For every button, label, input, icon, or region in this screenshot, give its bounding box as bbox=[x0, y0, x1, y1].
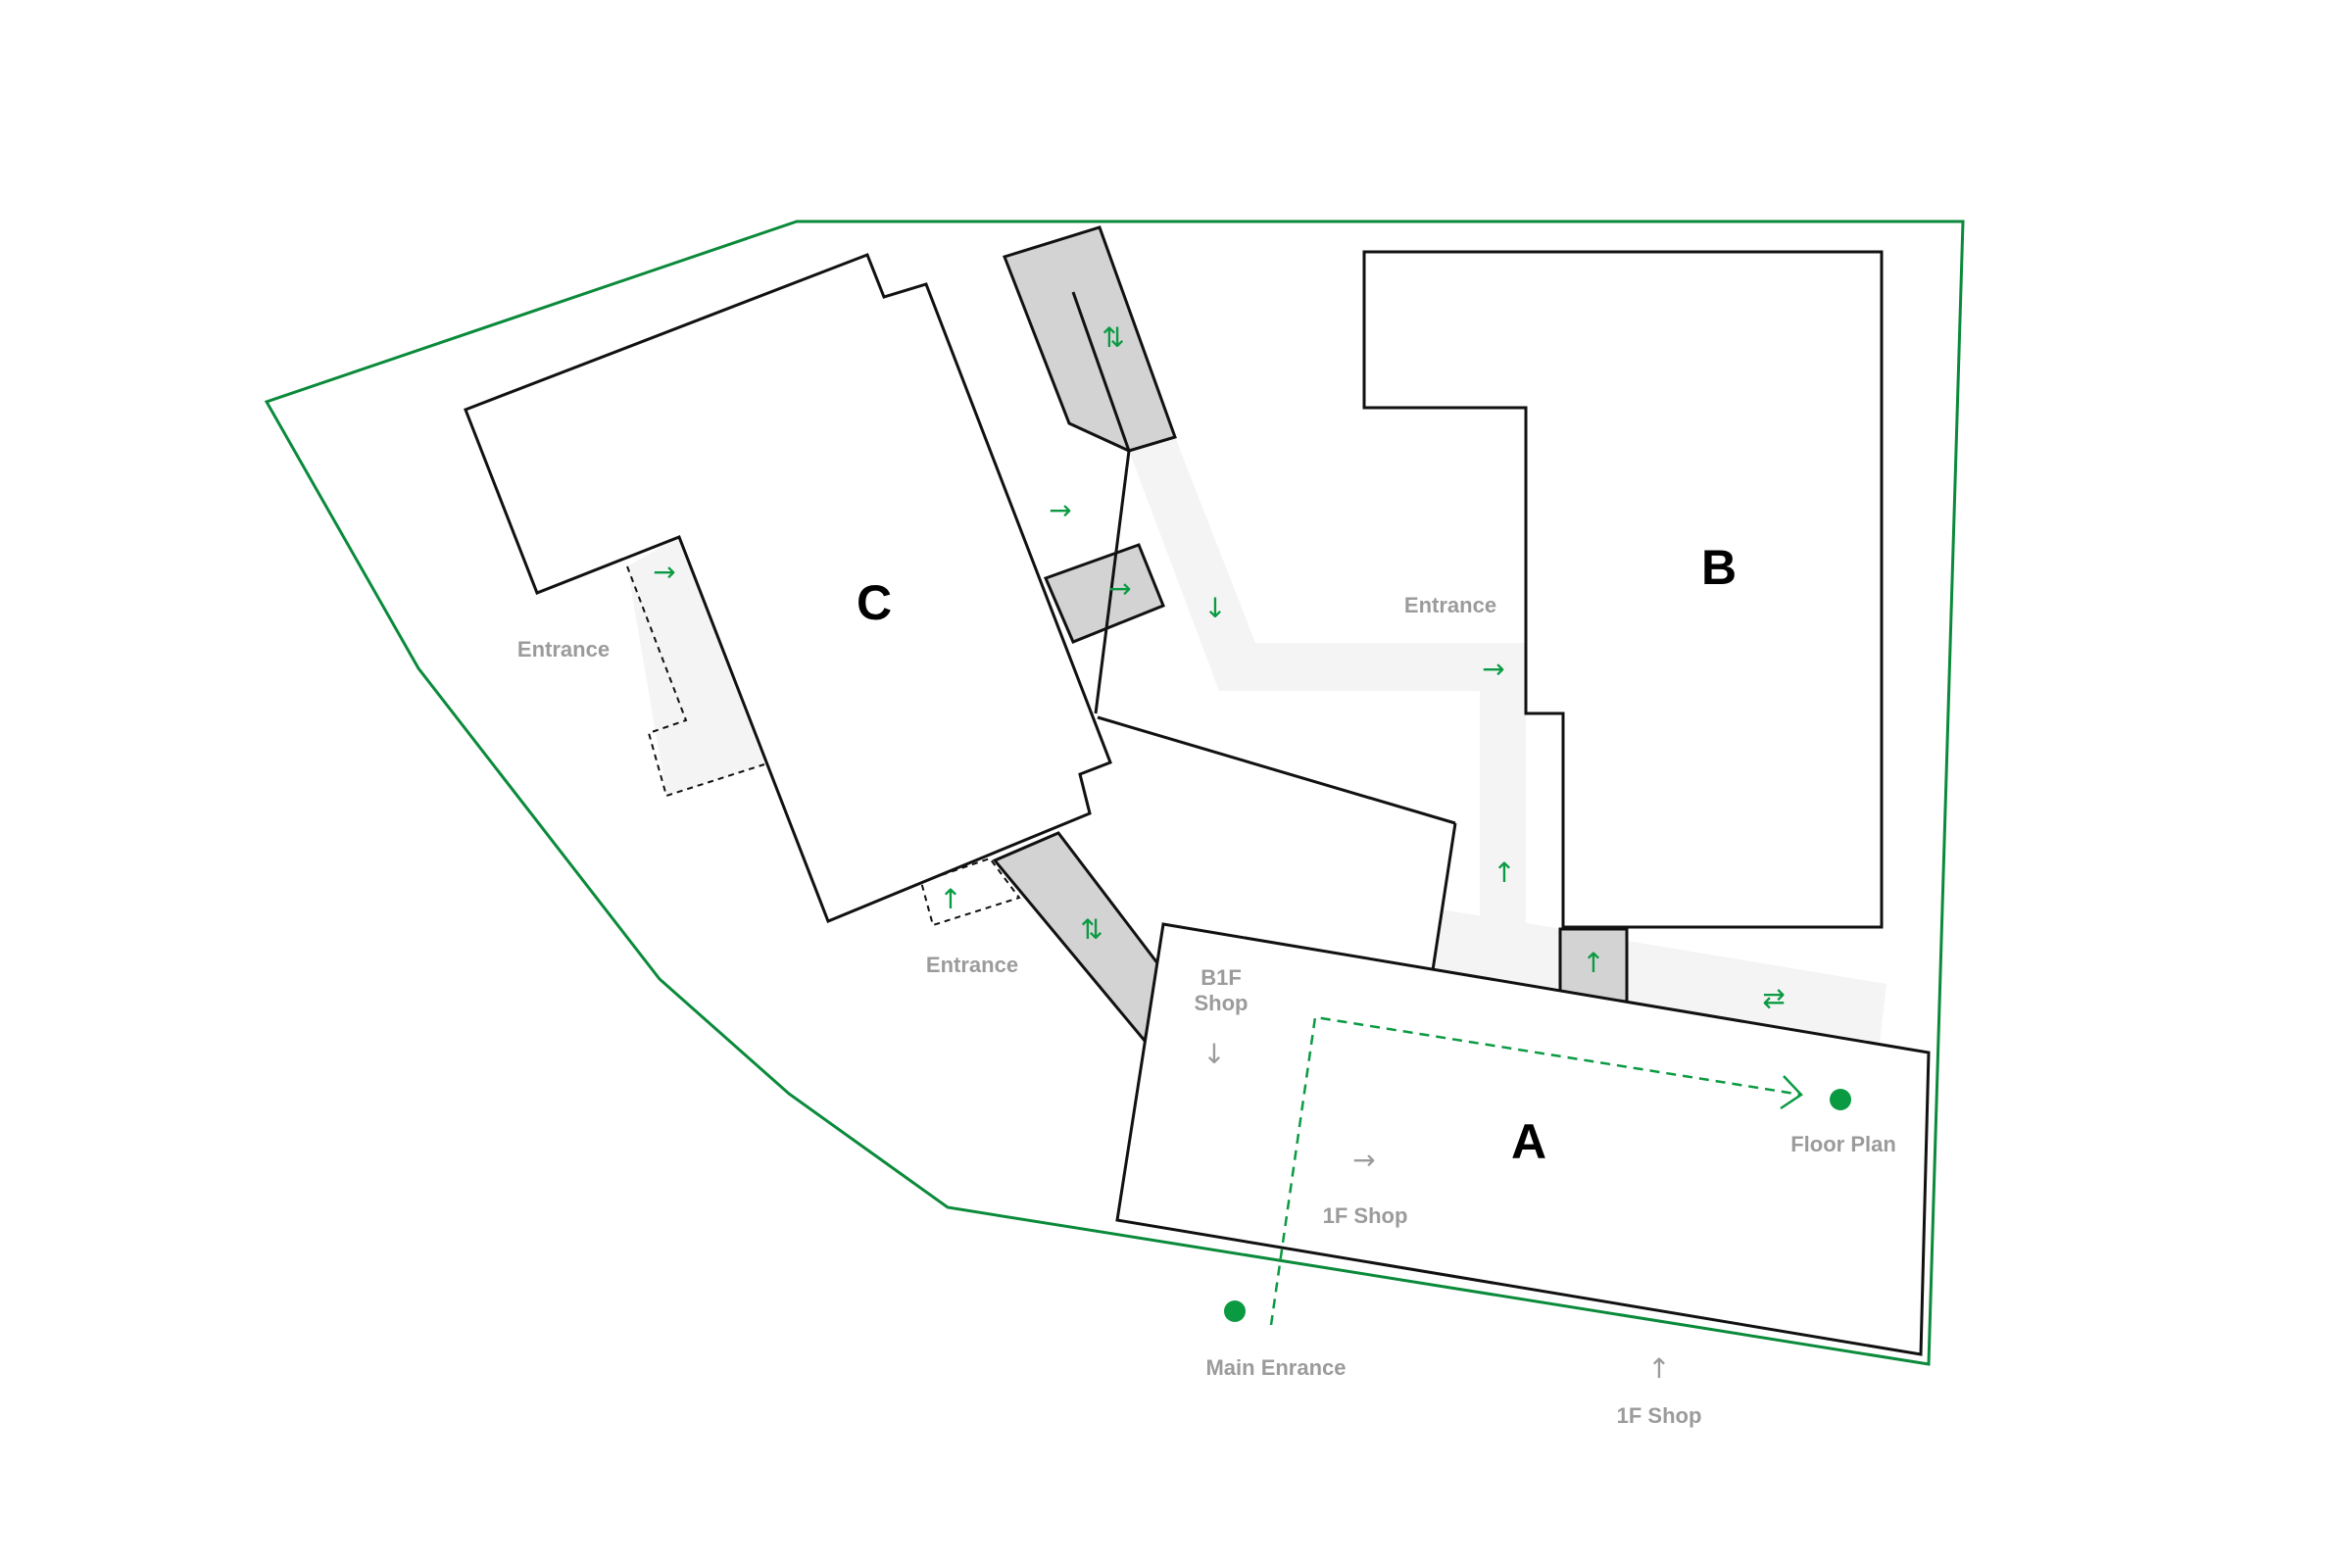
entrance-b-label: Entrance bbox=[1404, 593, 1496, 617]
bridge-c-to-a bbox=[992, 831, 1163, 1045]
arrow-up-icon: ↑ bbox=[1582, 947, 1604, 979]
floor-plan-label: Floor Plan bbox=[1790, 1132, 1896, 1156]
walkway-a-east-link bbox=[1627, 941, 1886, 1043]
gray-arrows: ↓ → ↑ bbox=[1202, 1038, 1670, 1385]
entrance-c-south-label: Entrance bbox=[926, 953, 1018, 977]
walkway-c-to-b bbox=[1129, 437, 1526, 923]
walkways bbox=[627, 437, 1886, 1043]
arrow-right-icon: → bbox=[1482, 653, 1504, 685]
arrow-right-icon: → bbox=[1352, 1144, 1375, 1176]
arrow-up-down-icon: ⇅ bbox=[1102, 321, 1124, 354]
arrow-right-icon: → bbox=[1049, 494, 1071, 526]
route-main-entrance-to-floor-plan bbox=[1269, 1015, 1802, 1326]
walkway-c-west-entrance bbox=[627, 537, 764, 796]
floor-plan-marker-icon[interactable] bbox=[1830, 1089, 1851, 1110]
building-b-label: B bbox=[1701, 540, 1737, 595]
bridge-c-east bbox=[1043, 543, 1165, 644]
wall-a-north-stub bbox=[1431, 822, 1457, 971]
building-c-label: C bbox=[857, 575, 892, 630]
wall-c-b-west bbox=[1094, 450, 1131, 714]
shop-1f-outside-label: 1F Shop bbox=[1617, 1403, 1702, 1428]
route-arrowhead bbox=[1780, 1075, 1803, 1110]
arrow-up-icon: ↑ bbox=[1647, 1352, 1670, 1385]
direction-arrows: ⇅ → → → ↓ → ↑ ↑ ⇅ ↑ ⇄ bbox=[653, 321, 1785, 1014]
arrow-up-icon: ↑ bbox=[939, 883, 961, 915]
arrow-right-icon: → bbox=[1108, 572, 1131, 605]
building-b bbox=[1362, 250, 1884, 929]
shop-1f-inside-label: 1F Shop bbox=[1323, 1203, 1408, 1228]
walls bbox=[1094, 450, 1457, 971]
wall-c-a-middle bbox=[1097, 715, 1456, 825]
arrow-down-icon: ↓ bbox=[1202, 1038, 1225, 1070]
building-a bbox=[1115, 922, 1931, 1356]
arrow-up-down-icon: ⇅ bbox=[1080, 913, 1102, 946]
entrance-outlines bbox=[626, 565, 1021, 927]
arrow-down-icon: ↓ bbox=[1203, 592, 1226, 624]
site-boundary bbox=[264, 220, 1965, 1366]
entrance-c-south-outline bbox=[919, 857, 1021, 927]
b1f-shop-label-line2: Shop bbox=[1195, 991, 1249, 1015]
b1f-shop-label-line1: B1F bbox=[1200, 965, 1242, 990]
bridge-north-divider bbox=[1071, 291, 1131, 452]
main-entrance-label: Main Enrance bbox=[1205, 1355, 1346, 1380]
arrow-left-right-icon: ⇄ bbox=[1762, 982, 1785, 1014]
entrance-c-west-label: Entrance bbox=[517, 637, 610, 662]
building-a-label: A bbox=[1511, 1114, 1546, 1169]
arrow-right-icon: → bbox=[653, 556, 675, 588]
main-entrance-marker-icon[interactable] bbox=[1224, 1300, 1246, 1322]
entrance-c-west-outline bbox=[626, 565, 765, 798]
building-c bbox=[464, 253, 1112, 923]
arrow-up-icon: ↑ bbox=[1493, 857, 1515, 889]
